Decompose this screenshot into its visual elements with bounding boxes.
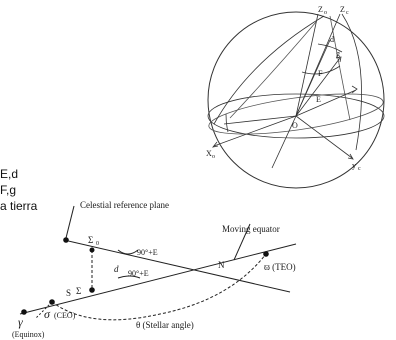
arrow-e [351,85,358,94]
point-teo [263,251,269,257]
label-z-zero: Z [318,5,323,14]
moving-equator-ellipse [208,93,384,135]
angle-arc-upper [117,249,139,255]
point-sigma-zero [63,237,69,243]
meridian-arc-2 [341,13,362,151]
label-y-c-sub: c [358,166,361,172]
point-sigma-zero-2 [89,247,95,253]
point-equinox [21,309,27,315]
label-s: S [66,288,71,298]
angle-arc-left [225,113,229,133]
label-d: d [330,35,334,44]
angle-arc-lower [117,275,141,279]
moving-equator-line [19,243,297,315]
arrow-f [335,56,342,63]
label-x-zero-sub: o [212,154,215,160]
axis-to-front [271,115,297,169]
label-sigma-ceo: σ [44,307,51,321]
label-g: g [336,49,340,58]
label-origin: O [292,121,298,130]
axis-z-zero [295,13,319,117]
label-sigma-zero: Σ [88,235,93,245]
label-celestial-plane: Celestial reference plane [80,200,169,210]
moving-equator-leader [233,223,251,261]
label-y-c: y [352,161,356,170]
label-f: F [318,69,323,78]
axis-g-direction [295,39,331,117]
arrow-y [347,153,354,160]
label-gamma: γ [18,315,23,329]
point-sigma [89,287,95,293]
celestial-plane-leader [65,205,75,239]
dashed-stellar-arc [51,253,267,321]
side-text-line-3: a tierra [0,199,38,213]
label-sigma-zero-sub: 0 [96,241,99,247]
axis-f-direction [295,57,341,117]
label-ceo-text: (CEO) [54,311,76,320]
label-sigma: Σ [76,286,81,296]
side-text-line-1: E,d [0,167,19,181]
label-z-c-sub: c [346,10,349,16]
meridian-arc-4 [229,21,317,119]
celestial-plane-line [63,239,291,293]
meridian-arc-3 [329,15,351,121]
label-z-zero-sub: o [324,10,327,16]
axis-to-left [223,115,297,125]
angle-arc-mid [301,65,341,75]
label-angle-lower: 90°+E [128,269,149,278]
label-varpi-teo: ϖ (TEO) [264,262,296,272]
label-z-c: Z [340,5,345,14]
sphere-outline [207,11,385,189]
sphere-equator [207,93,385,139]
meridian-arc-1 [213,15,325,125]
axis-x-zero [213,115,297,147]
axis-e-direction [295,89,357,117]
arrow-x [212,141,219,148]
label-angle-upper: 90°+E [137,248,158,257]
label-theta: θ (Stellar angle) [136,320,194,330]
side-text-line-2: F,g [0,183,17,197]
point-ceo [49,299,55,305]
axis-y-c [295,115,353,159]
label-equinox: (Equinox) [12,330,45,339]
label-e: E [316,95,321,104]
label-n-node: N [218,260,225,270]
angle-arc-top [317,43,343,53]
label-x-zero: X [206,149,212,158]
label-d-distance: d [114,264,119,274]
label-moving-equator: Moving equator [222,224,280,234]
